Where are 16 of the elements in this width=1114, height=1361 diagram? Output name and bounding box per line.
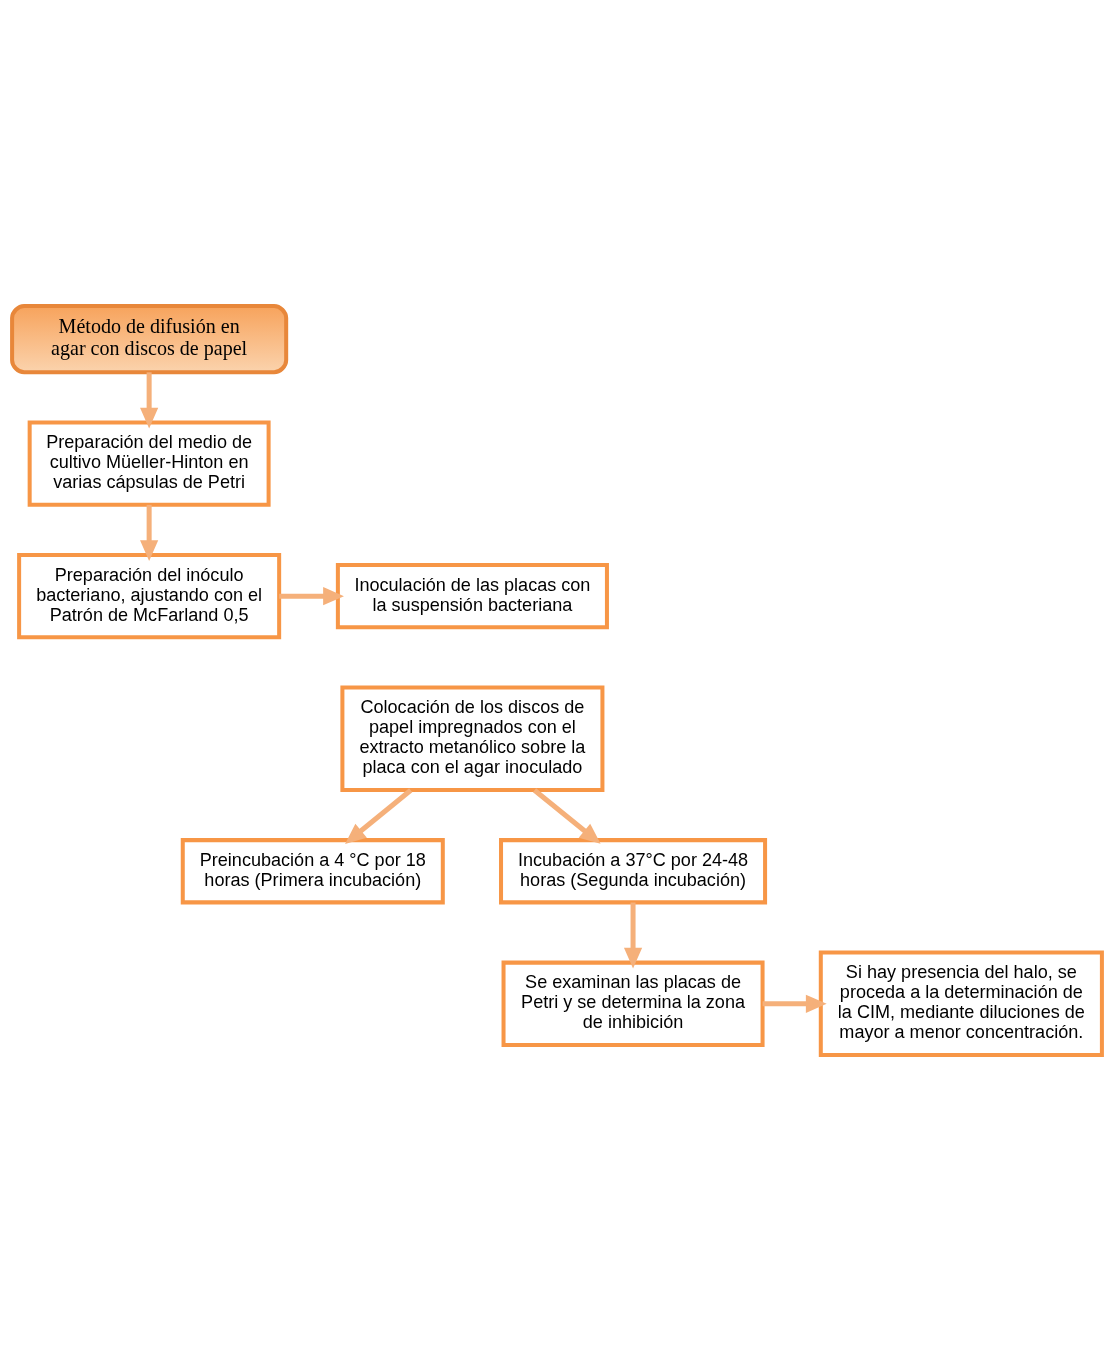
arrow [623,902,643,969]
node-box: Preparación del medio de cultivo Müeller-Hinton en varias cápsulas de Petri [27,420,271,507]
arrow [140,372,159,429]
node-box: Incubación a 37°C por 24-48 horas (Segunda incubación) [499,838,768,905]
arrow [279,587,344,606]
node-box: Se examinan las placas de Petri y se determina la zona de inhibición [501,960,765,1047]
node-box: Método de difusión en agar con discos de papel [10,304,289,375]
node-box: Inoculación de las placas con la suspensión bacteriana [335,563,609,630]
arrow [532,788,601,844]
node-box: Preparación del inóculo bacteriano, ajustando con el Patrón de McFarland 0,5 [17,553,282,640]
node-box: Colocación de los discos de papel impregnados con el extracto metanólico sobre la placa con el agar inoculado [340,685,605,792]
arrow [762,994,827,1013]
arrow [345,788,413,844]
arrow [140,504,159,562]
node-box: Si hay presencia del halo, se proceda a la determinación de la CIM, mediante diluciones de mayor a menor concentración. [818,950,1104,1057]
node-box: Preincubación a 4 °C por 18 horas (Primera incubación) [180,838,445,905]
